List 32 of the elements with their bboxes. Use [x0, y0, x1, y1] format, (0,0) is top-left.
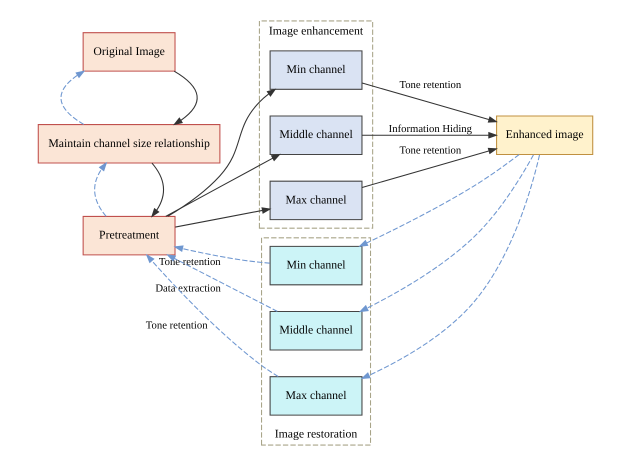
arrow [173, 70, 198, 126]
node-box: Max channel [270, 180, 362, 220]
node-box: Max channel [270, 376, 362, 416]
node-box: Min channel [270, 246, 362, 286]
arrow [358, 154, 534, 312]
arrow [362, 148, 498, 188]
node-box: Pretreatment [82, 216, 176, 256]
arrow [362, 82, 498, 123]
arrow [166, 254, 278, 312]
node-box: Enhanced image [496, 115, 594, 156]
arrow [362, 132, 498, 139]
arrow [166, 154, 281, 217]
edge-label: Information Hiding [388, 123, 472, 136]
edge-label: Data extraction [155, 282, 221, 295]
arrow [358, 154, 520, 247]
edge-label: Tone retention [399, 79, 462, 92]
arrow [146, 254, 279, 377]
arrow [94, 162, 108, 217]
edge-label: Tone retention [146, 319, 208, 332]
edge-label: Tone retention [158, 256, 221, 268]
arrow [174, 245, 270, 264]
edge-label: Tone retention [399, 144, 462, 156]
node-box: Middle channel [270, 310, 362, 351]
arrow [151, 162, 164, 218]
node-box: Min channel [270, 50, 362, 90]
arrow [60, 70, 86, 125]
arrow [175, 207, 272, 228]
arrow [167, 88, 276, 217]
node-box: Maintain channel size relationship [38, 124, 220, 164]
node-box: Middle channel [270, 115, 362, 156]
node-box: Original Image [82, 32, 176, 72]
arrow [360, 154, 540, 380]
